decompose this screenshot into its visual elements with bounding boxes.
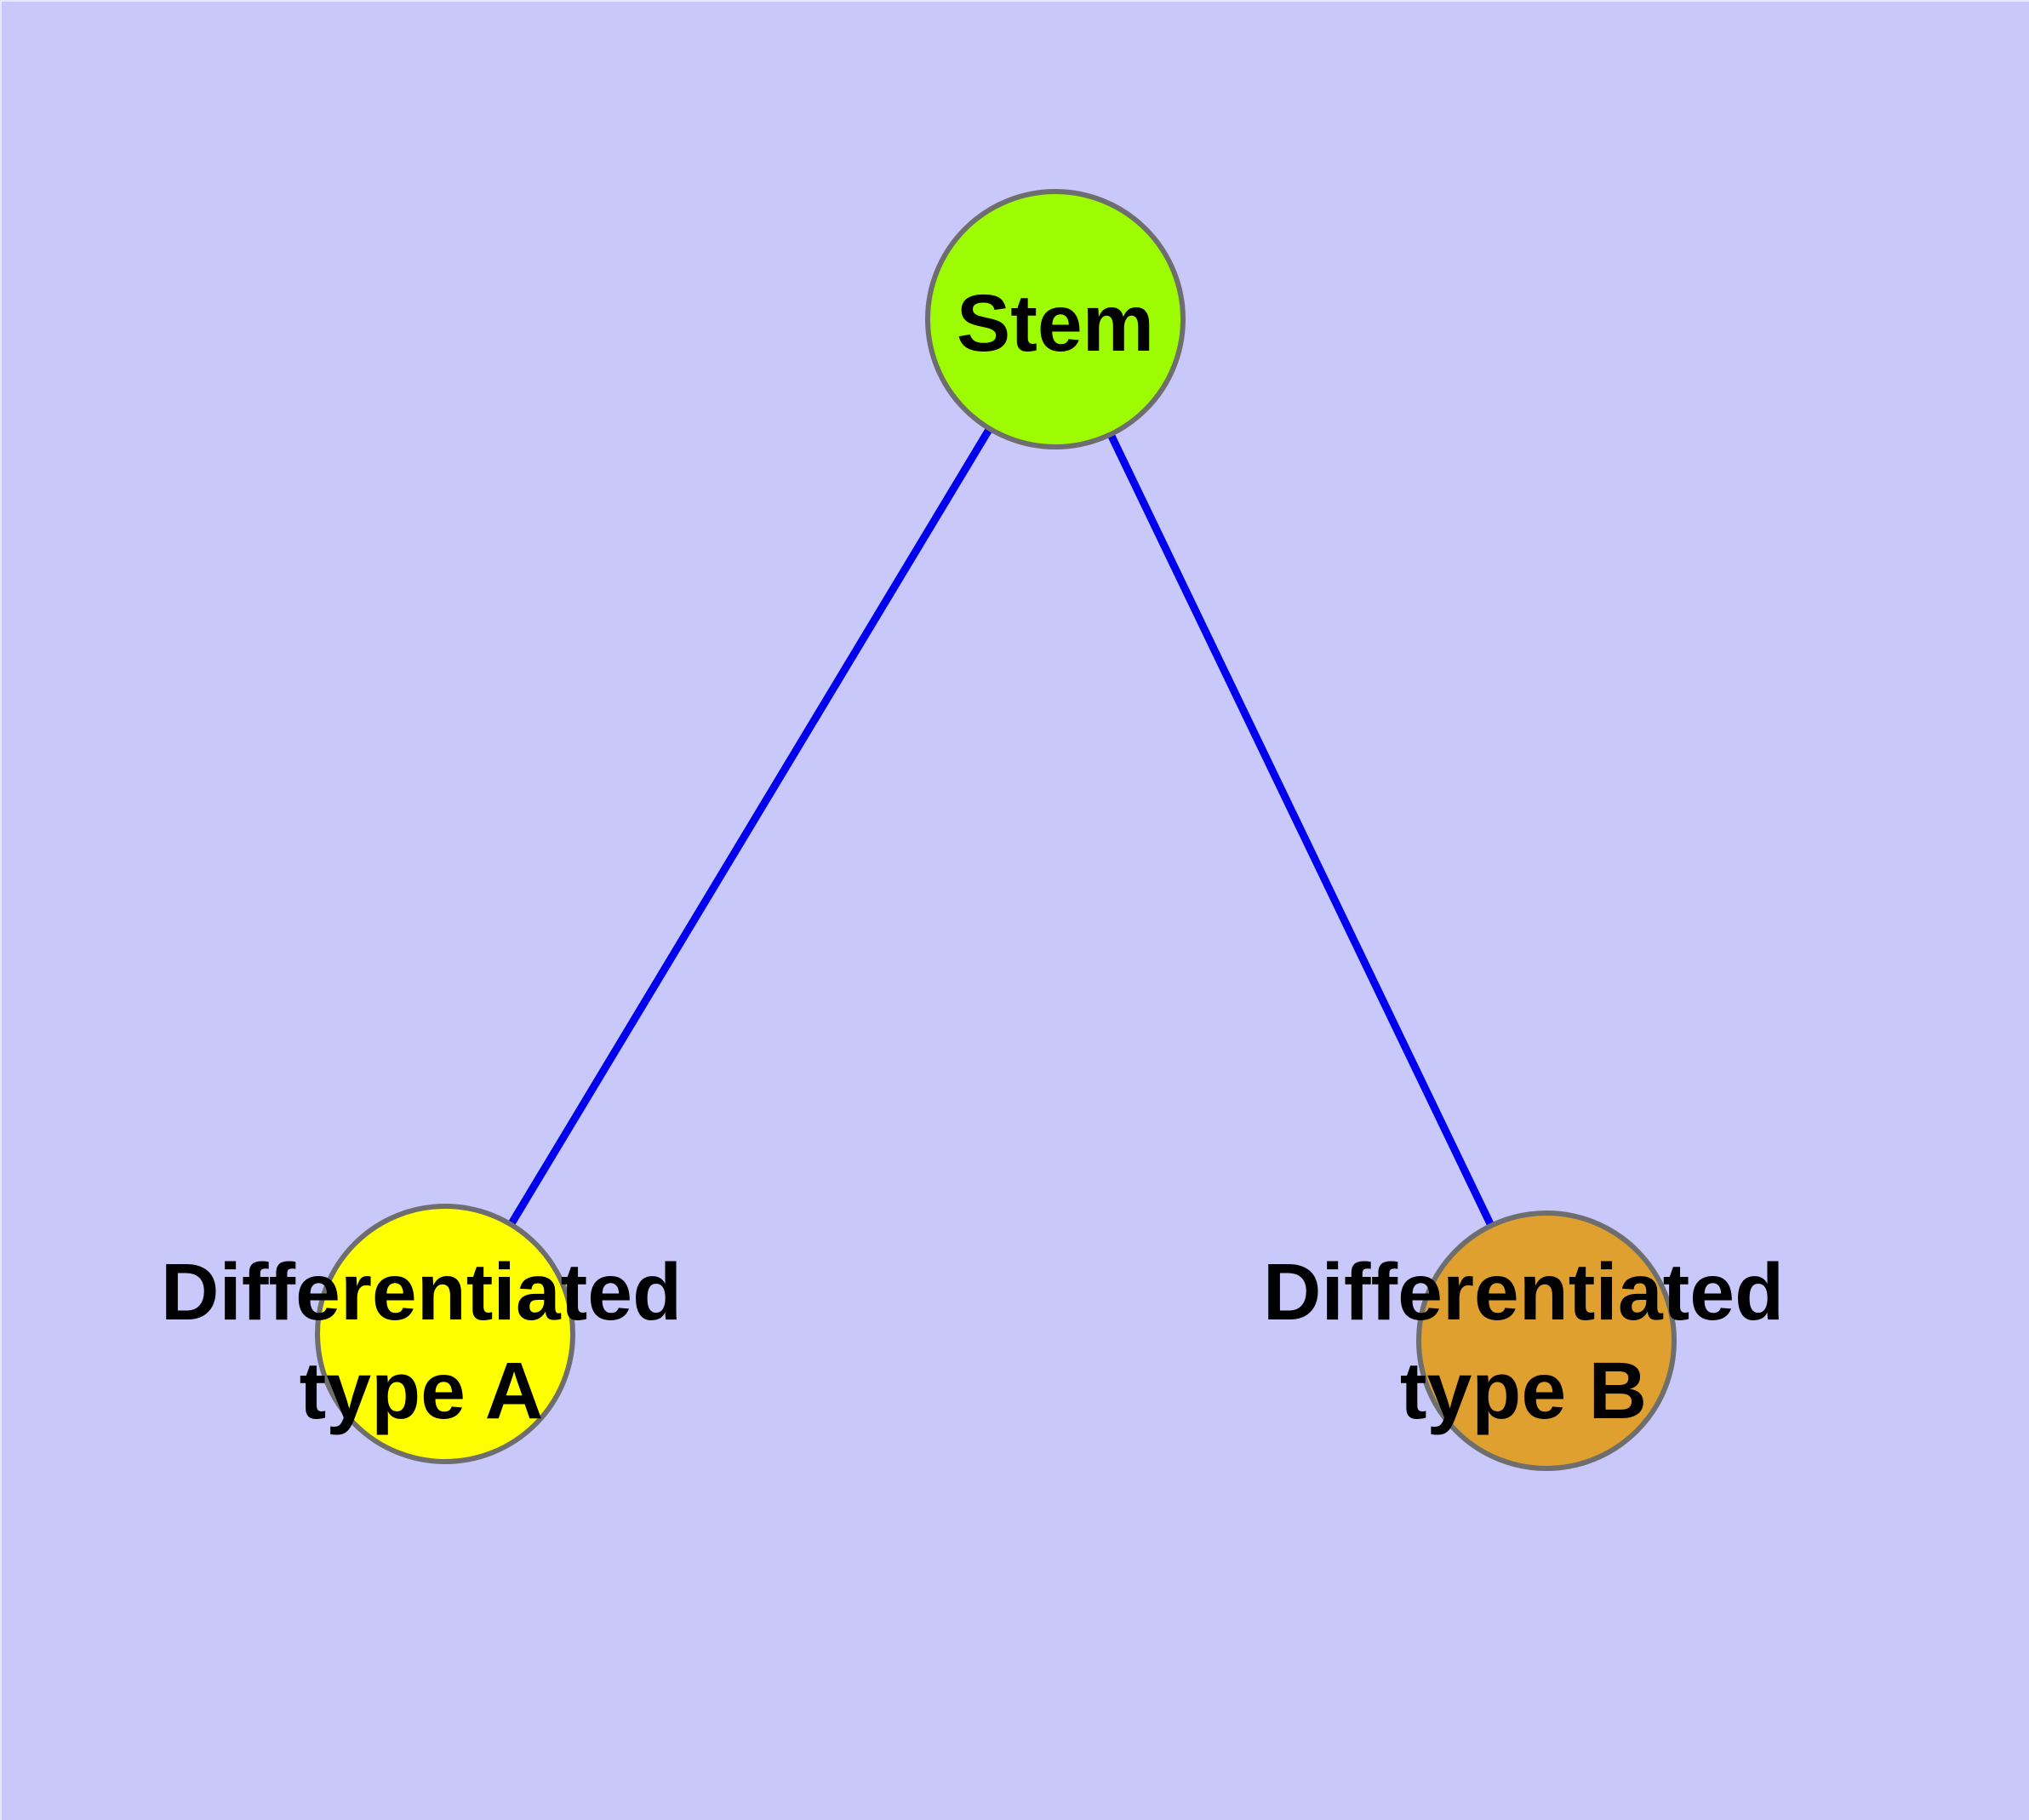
edge-layer: [442, 317, 1551, 1342]
edge-stem-to-differentiated-type-a[interactable]: [442, 317, 1059, 1336]
node-label-stem: Stem: [957, 278, 1154, 369]
edge-stem-to-differentiated-type-b[interactable]: [1051, 318, 1551, 1342]
node-label-differentiated-type-b-line2: type B: [1400, 1346, 1647, 1436]
node-stem[interactable]: [925, 189, 1186, 449]
node-label-differentiated-type-b-line1: Differentiated: [1263, 1247, 1784, 1337]
node-differentiated-type-a[interactable]: [315, 1204, 575, 1464]
node-label-differentiated-type-a-line1: Differentiated: [161, 1247, 682, 1337]
node-label-differentiated-type-a-line2: type A: [300, 1346, 544, 1436]
label-layer: Stem Differentiated type A Differentiate…: [161, 278, 1784, 1436]
node-differentiated-type-b[interactable]: [1416, 1210, 1677, 1471]
node-layer: [315, 189, 1677, 1471]
